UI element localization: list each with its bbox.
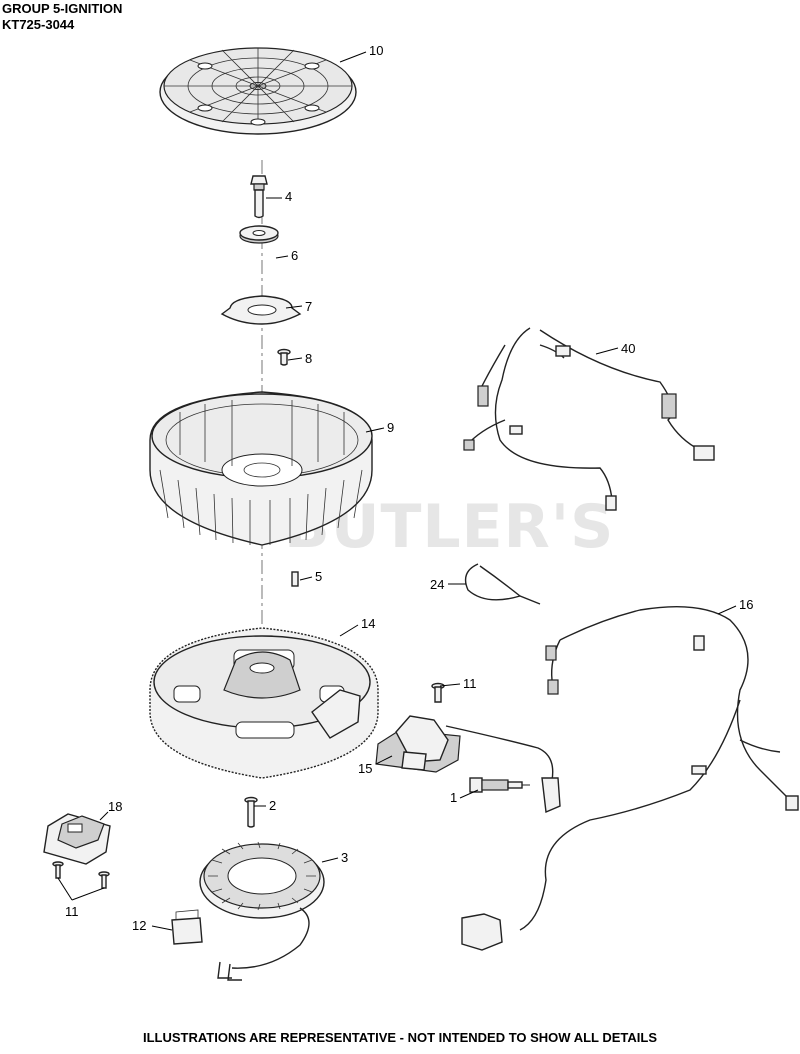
part-key [291, 571, 299, 587]
part-module-bolt [431, 682, 445, 703]
callout-2: 2 [269, 798, 276, 813]
part-grille-screen [159, 47, 357, 135]
part-rectifier-bolts [52, 861, 110, 889]
part-flywheel [149, 627, 379, 779]
part-stator-screw [244, 796, 258, 828]
callout-5: 5 [315, 569, 322, 584]
callout-14: 14 [361, 616, 375, 631]
callout-11-module: 11 [463, 676, 477, 691]
callout-8: 8 [305, 351, 312, 366]
callout-15: 15 [358, 761, 372, 776]
leader-lines [57, 51, 737, 931]
part-screw [277, 348, 291, 366]
disclaimer-footer: ILLUSTRATIONS ARE REPRESENTATIVE - NOT I… [143, 1030, 657, 1045]
callout-24: 24 [430, 577, 444, 592]
part-clip [171, 909, 203, 945]
callout-12: 12 [132, 918, 146, 933]
callout-10: 10 [369, 43, 383, 58]
part-cooling-fan [149, 391, 373, 546]
part-stator [199, 841, 325, 981]
callout-6: 6 [291, 248, 298, 263]
part-rectifier-regulator [43, 813, 111, 865]
callout-3: 3 [341, 850, 348, 865]
callout-40: 40 [621, 341, 635, 356]
part-fan-plate [220, 295, 302, 325]
part-cable-tie [464, 563, 541, 605]
part-wiring-harness-upper [463, 327, 715, 511]
callout-11-rectifier: 11 [65, 904, 79, 919]
callout-1: 1 [450, 790, 457, 805]
part-flywheel-bolt [250, 175, 268, 219]
group-title: GROUP 5-IGNITION [2, 1, 123, 16]
part-washer [239, 225, 279, 244]
callout-18: 18 [108, 799, 122, 814]
part-wiring-harness-lower [461, 606, 799, 951]
callout-9: 9 [387, 420, 394, 435]
part-spark-plug [469, 777, 530, 793]
callout-4: 4 [285, 189, 292, 204]
part-ignition-module [375, 715, 561, 814]
callout-16: 16 [739, 597, 753, 612]
model-number: KT725-3044 [2, 17, 75, 32]
callout-7: 7 [305, 299, 312, 314]
